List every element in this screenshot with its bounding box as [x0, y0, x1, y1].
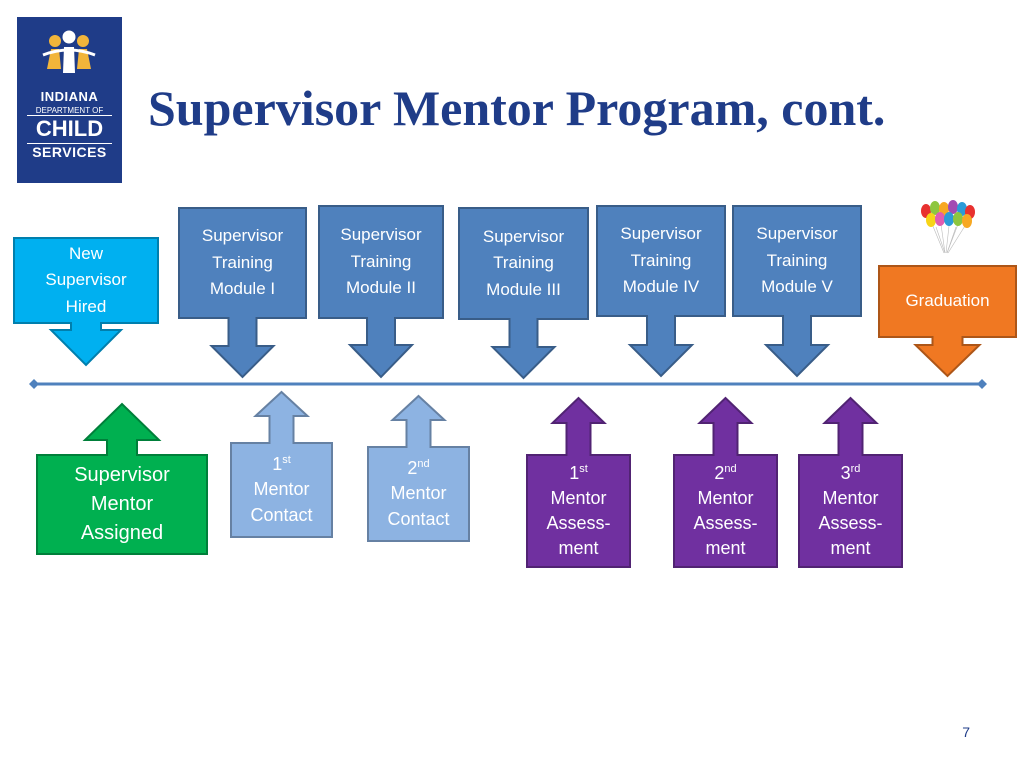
label-line: Mentor	[822, 487, 879, 508]
mentor-assessment-1-callout	[526, 396, 631, 568]
label-line: Mentor	[550, 487, 607, 508]
label-line: Assess-	[693, 513, 758, 533]
logo-line-child: CHILD	[35, 116, 104, 141]
label-line: Module II	[346, 278, 416, 298]
training-module-1-callout	[178, 207, 307, 379]
mentor-contact-2-callout	[367, 394, 470, 542]
label-line: Training	[493, 253, 554, 273]
mentor-assessment-3-callout	[798, 396, 903, 568]
label-line: Assess-	[546, 513, 611, 533]
label-line: Mentor	[253, 479, 310, 500]
label-line: ment	[558, 538, 599, 559]
ordinal-number: 2	[714, 462, 725, 483]
logo-line-services: SERVICES	[32, 144, 107, 160]
label-line: Training	[212, 252, 273, 272]
label-line: Supervisor	[45, 270, 127, 290]
label-line: ment	[705, 538, 746, 559]
label-line: Module V	[761, 277, 833, 297]
label-line: Training	[350, 251, 412, 271]
new-supervisor-hired-callout	[13, 237, 159, 367]
mentor-contact-1-callout	[230, 390, 333, 538]
label-line: Contact	[250, 504, 313, 525]
ordinal-suffix: nd	[417, 458, 430, 471]
ordinal-suffix: rd	[850, 462, 861, 475]
people-figures-icon	[42, 30, 96, 73]
label-line: Hired	[65, 296, 107, 316]
label-line: ment	[830, 538, 871, 559]
logo-line-indiana: INDIANA	[40, 89, 99, 104]
label-line: Supervisor	[201, 226, 284, 246]
label-line: Module IV	[622, 277, 700, 297]
label-line: Module I	[209, 279, 276, 299]
label-line: Contact	[387, 508, 450, 529]
supervisor-mentor-assigned-callout	[36, 402, 208, 555]
training-module-4-callout	[596, 205, 726, 378]
ordinal-suffix: st	[282, 454, 291, 467]
label-line: Mentor	[697, 487, 754, 508]
ordinal-suffix: st	[579, 462, 588, 475]
graduation-callout	[878, 265, 1017, 378]
label-line: New	[68, 243, 103, 263]
label-line: Module III	[486, 279, 561, 299]
mentor-assessment-2-callout	[673, 396, 778, 568]
training-module-5-callout	[732, 205, 862, 378]
ordinal-suffix: nd	[724, 462, 737, 475]
label-line: Supervisor	[620, 224, 702, 244]
balloons-icon	[921, 200, 975, 254]
timeline-end-marker	[977, 379, 987, 389]
label-line: Training	[630, 250, 692, 270]
logo-rule	[27, 143, 112, 144]
training-module-3-callout	[458, 207, 589, 380]
label-line: Supervisor	[340, 225, 422, 245]
label-line: Training	[766, 250, 828, 270]
graduation-label: Graduation	[879, 266, 1016, 337]
label-line: Mentor	[90, 493, 154, 515]
timeline-start-marker	[29, 379, 39, 389]
label-line: Graduation	[905, 291, 990, 311]
page-number: 7	[962, 724, 970, 740]
logo-rule	[27, 115, 112, 116]
ordinal-number: 1	[569, 462, 580, 483]
slide-title: Supervisor Mentor Program, cont.	[148, 80, 886, 136]
logo-line-department: DEPARTMENT OF	[35, 106, 104, 115]
indiana-dcs-logo: INDIANA DEPARTMENT OF CHILD SERVICES	[17, 17, 122, 183]
label-line: Mentor	[390, 483, 447, 504]
ordinal-number: 1	[272, 454, 283, 475]
label-line: Supervisor	[482, 226, 565, 246]
label-line: Supervisor	[756, 224, 838, 244]
ordinal-number: 2	[407, 458, 418, 479]
label-line: Assigned	[80, 522, 164, 544]
label-line: Assess-	[818, 513, 883, 533]
training-module-2-callout	[318, 205, 444, 379]
ordinal-number: 3	[840, 462, 851, 483]
label-line: Supervisor	[74, 464, 170, 486]
